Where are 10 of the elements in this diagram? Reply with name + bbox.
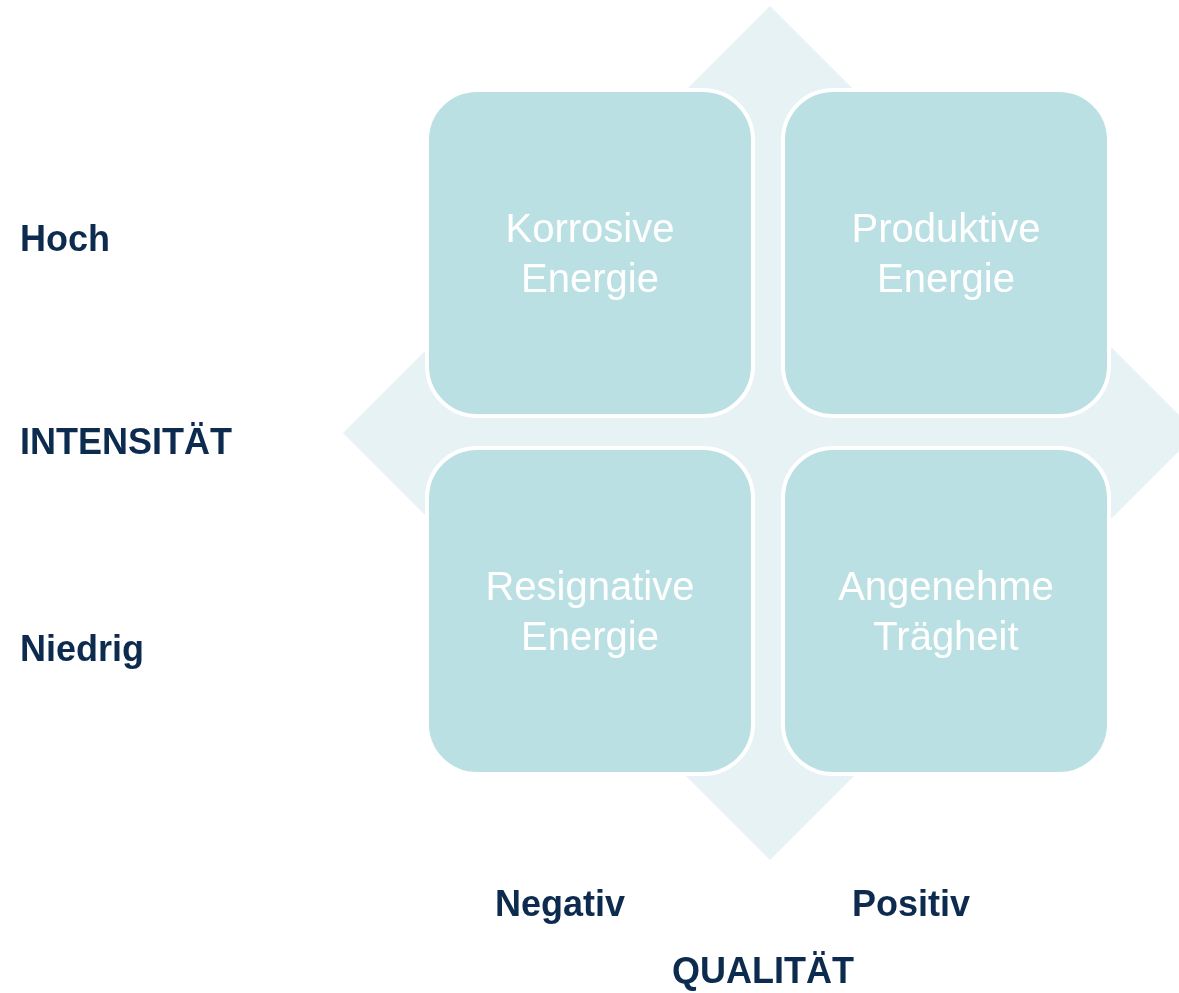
axis-title: QUALITÄT xyxy=(672,950,854,992)
quadrant-label: Korrosive Energie xyxy=(504,205,676,302)
quadrant-label: Resignative Energie xyxy=(484,563,696,660)
axis-title: INTENSITÄT xyxy=(20,421,232,463)
axis-level-label: Negativ xyxy=(495,883,626,925)
axis-level-label: Hoch xyxy=(20,218,110,260)
quadrant-label: Produktive Energie xyxy=(850,205,1042,302)
axis-level-label: Positiv xyxy=(852,883,971,925)
axis-level-label: Niedrig xyxy=(20,628,144,670)
quadrant-label: Angenehme Trägheit xyxy=(837,563,1055,660)
